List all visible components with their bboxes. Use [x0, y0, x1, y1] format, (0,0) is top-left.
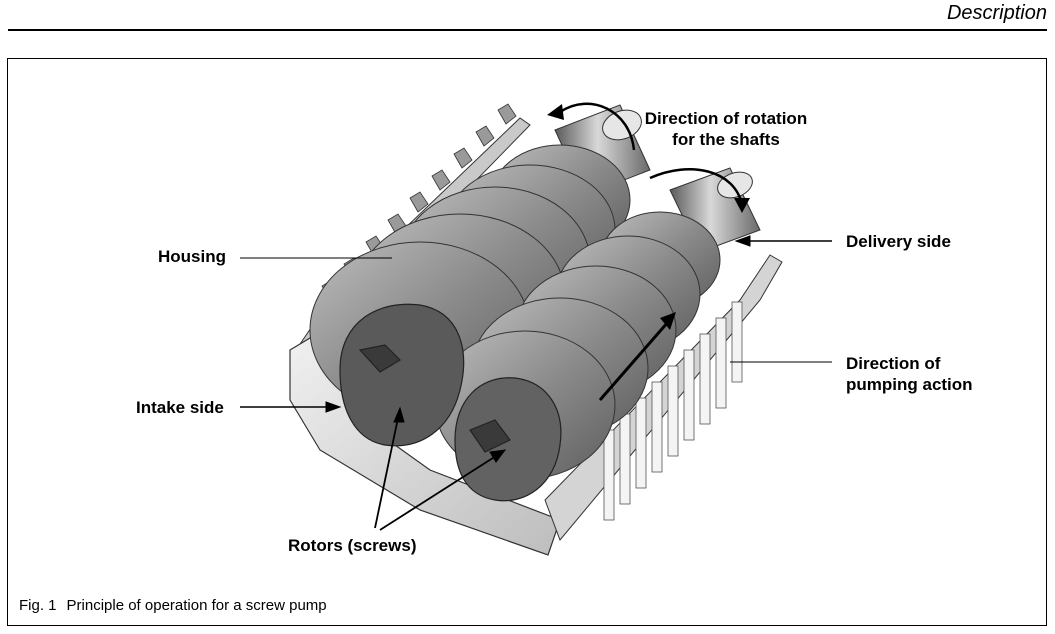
figure-number: Fig. 1: [19, 597, 57, 614]
rotation-label-line1: Direction of rotation: [644, 109, 808, 128]
delivery-side-label: Delivery side: [846, 232, 951, 251]
rotation-arrows: [559, 102, 744, 206]
intake-side-label: Intake side: [136, 398, 224, 417]
pumping-direction-arrow: [598, 312, 676, 401]
header-divider: [8, 29, 1047, 31]
pumping-direction-label: Direction of pumping action: [846, 353, 973, 395]
housing-label: Housing: [158, 247, 226, 266]
section-title: Description: [946, 2, 1047, 24]
figure-caption-text: Principle of operation for a screw pump: [66, 597, 327, 614]
rotation-arrowheads: [547, 104, 750, 213]
figure-caption: Fig. 1 Principle of operation for a screw…: [19, 597, 327, 614]
rotation-label: Direction of rotation for the shafts: [638, 108, 814, 150]
figure-frame: [7, 58, 1047, 626]
rotors-label: Rotors (screws): [288, 536, 417, 555]
pumping-direction-label-line1: Direction of: [846, 354, 941, 373]
rotor-end-faces: [339, 303, 562, 502]
leader-lines: [240, 235, 832, 531]
rotation-label-line2: for the shafts: [672, 130, 780, 149]
pumping-direction-label-line2: pumping action: [846, 375, 973, 394]
